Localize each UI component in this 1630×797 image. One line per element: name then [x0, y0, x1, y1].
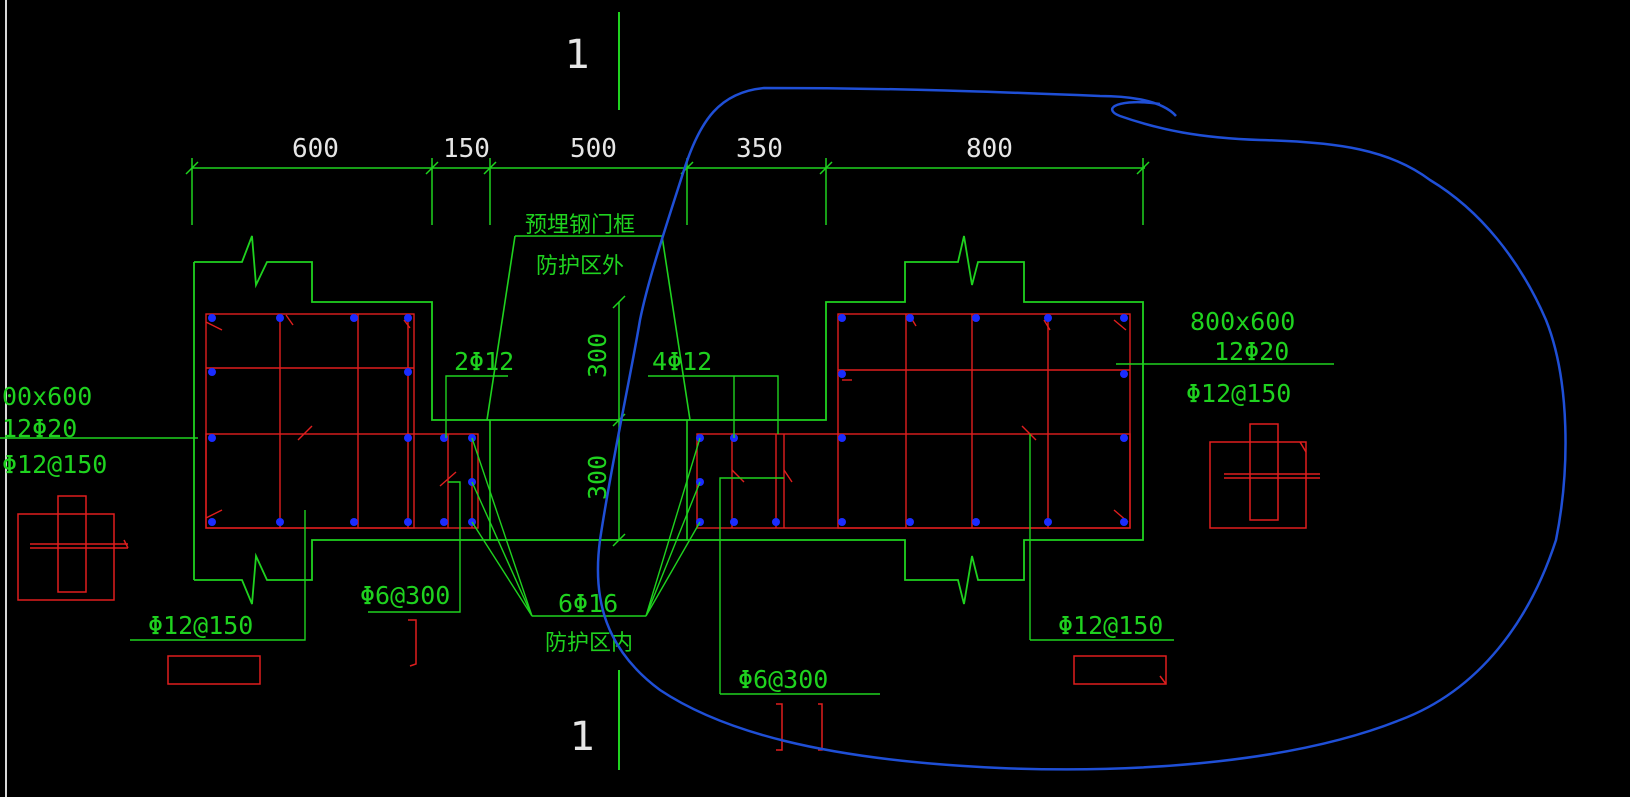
- right-stirrup-b-label: Φ12@150: [1058, 611, 1163, 640]
- center-bars-label: 6Φ16: [558, 589, 618, 618]
- handdrawn-annotation-curve: [596, 86, 1567, 771]
- left-stirrup-b-label: Φ12@150: [148, 611, 253, 640]
- left-stirrup-a-label: Φ6@300: [360, 581, 450, 610]
- left-column-bars-label: 12Φ20: [2, 414, 77, 443]
- right-stirrup-a-label: Φ6@300: [738, 665, 828, 694]
- dimension-350: 350: [736, 134, 783, 164]
- concrete-outline: [193, 235, 1144, 605]
- dimension-800: 800: [966, 134, 1013, 164]
- left-column-ties-label: Φ12@150: [2, 450, 107, 479]
- right-column-rebar: [696, 313, 1131, 529]
- stirrup-detail-shapes: [17, 423, 1320, 751]
- inside-zone-label: 防护区内: [545, 631, 633, 656]
- dimension-600: 600: [292, 134, 339, 164]
- dimension-chain: [185, 158, 1150, 225]
- left-column-size-label: 00x600: [2, 382, 92, 411]
- wall-height-dimension: [612, 295, 626, 547]
- left-column-rebar: [205, 313, 479, 529]
- dimension-500: 500: [570, 134, 617, 164]
- right-column-bars-label: 12Φ20: [1214, 337, 1289, 366]
- right-column-ties-label: Φ12@150: [1186, 379, 1291, 408]
- left-column-bars: [208, 314, 476, 526]
- embedded-frame-label: 预埋钢门框: [525, 213, 635, 238]
- dimension-150: 150: [443, 134, 490, 164]
- right-small-rebar-label: 4Φ12: [652, 347, 712, 376]
- wall-height-upper: 300: [583, 333, 612, 378]
- right-column-bars: [696, 314, 1128, 526]
- outside-zone-label: 防护区外: [536, 254, 624, 279]
- right-column-size-label: 800x600: [1190, 307, 1295, 336]
- section-mark-top: 1: [565, 32, 590, 78]
- section-mark-bottom: 1: [570, 714, 595, 760]
- leader-lines: [0, 363, 1334, 695]
- left-small-rebar-label: 2Φ12: [454, 347, 514, 376]
